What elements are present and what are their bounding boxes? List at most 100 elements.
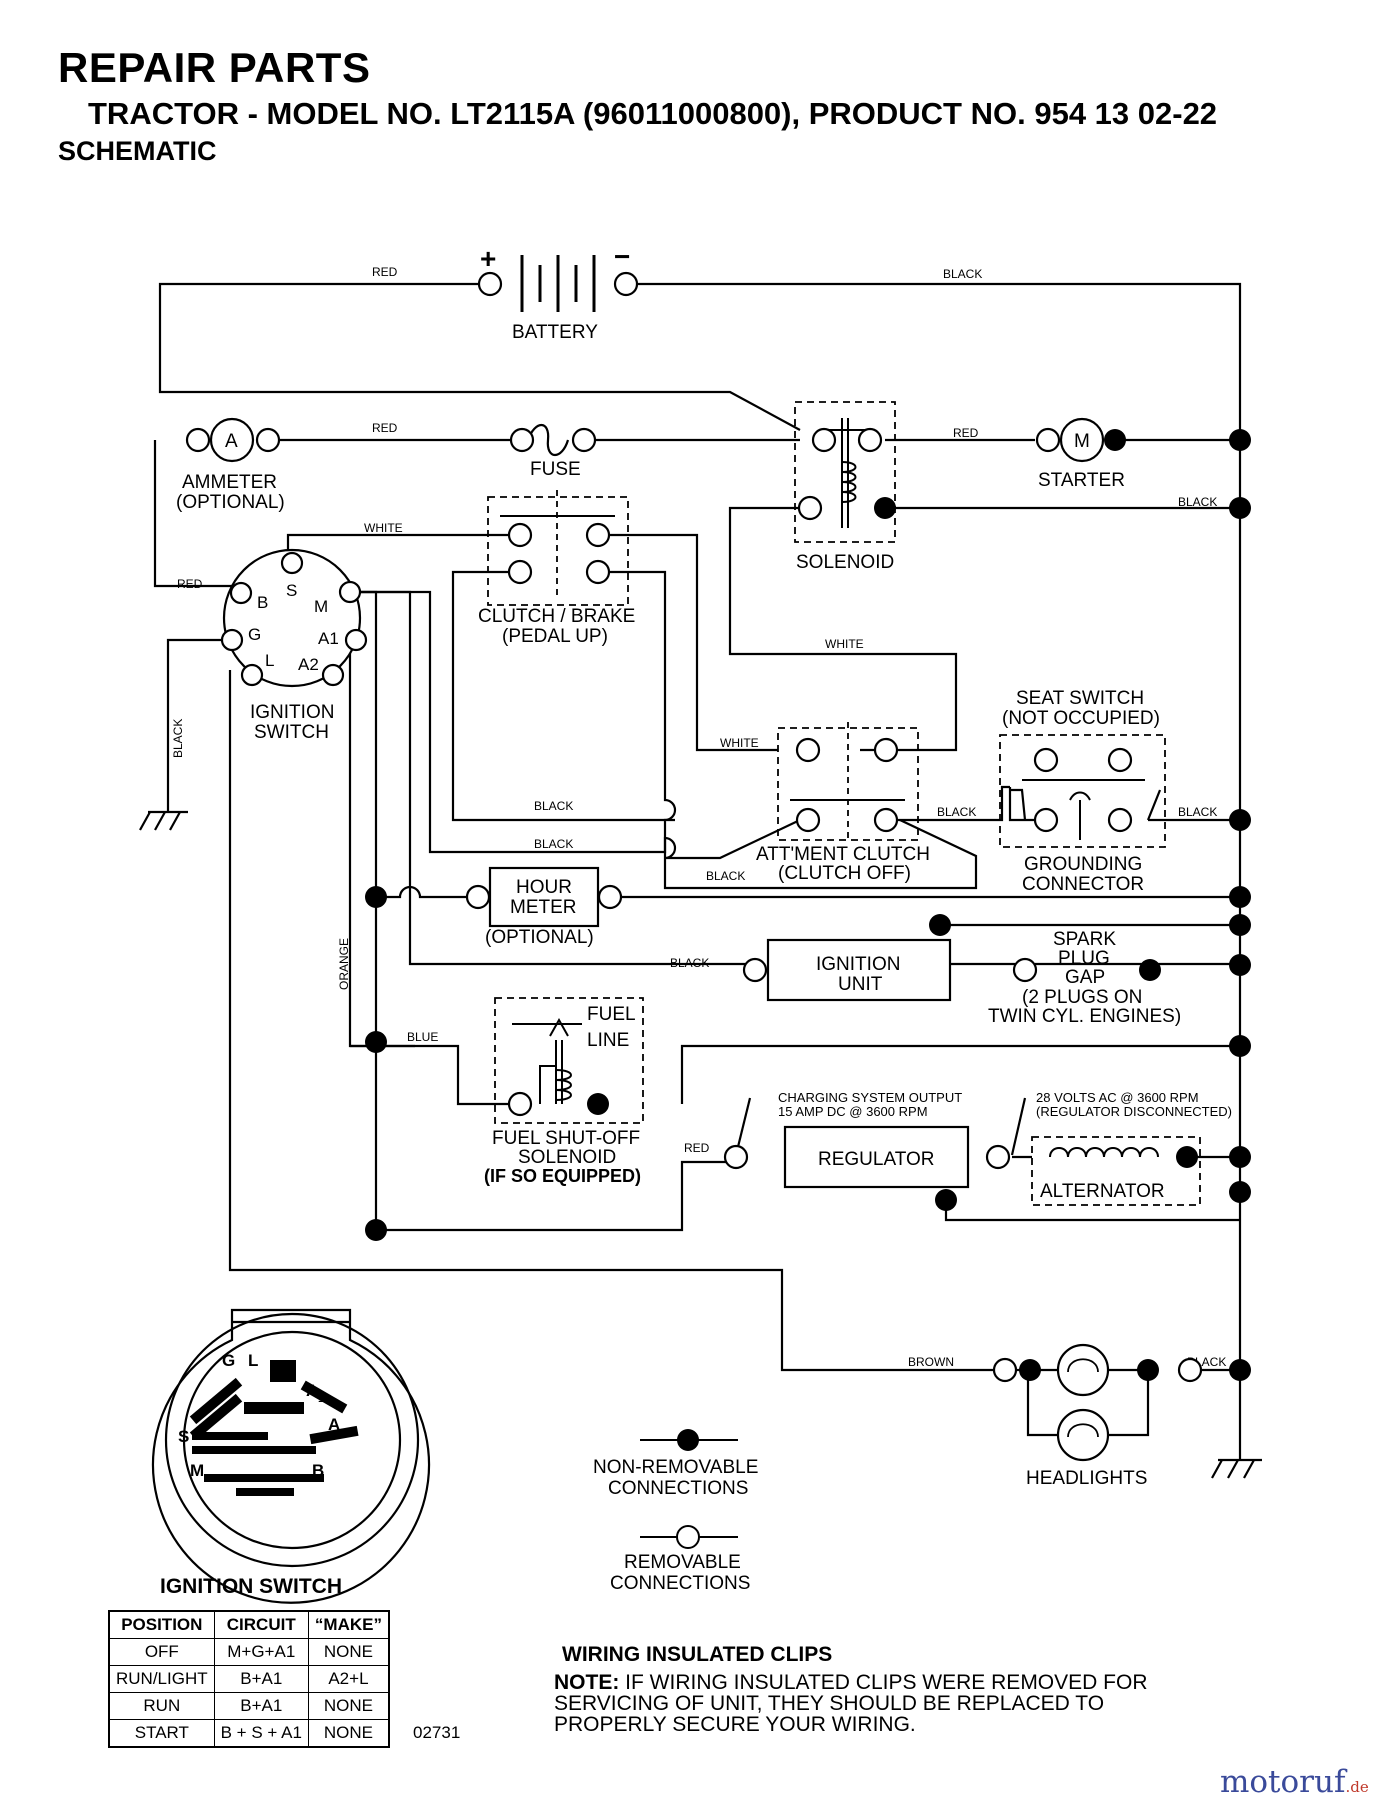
hour-meter-box: [488, 866, 600, 928]
solenoid-box: [794, 401, 896, 543]
ammeter-label: AMMETER: [182, 472, 277, 493]
wire-red-2: RED: [372, 421, 398, 435]
face-a2: A: [328, 1415, 340, 1434]
model-subtitle: TRACTOR - MODEL NO. LT2115A (96011000800…: [88, 96, 1218, 131]
cell: A2+L: [307, 1665, 390, 1693]
removable-connection-points: [185, 271, 1203, 1383]
battery-symbol: [520, 255, 596, 312]
ign-term-s: S: [286, 581, 297, 600]
cell: OFF: [108, 1638, 215, 1666]
wire-brown: BROWN: [908, 1355, 954, 1369]
fuse-symbol: [526, 423, 570, 457]
wire-white-3: WHITE: [720, 736, 759, 750]
headlight-2: [1056, 1408, 1110, 1462]
col-circuit: CIRCUIT: [213, 1610, 309, 1639]
legend-removable-2: CONNECTIONS: [610, 1573, 750, 1594]
volts-label-2: (REGULATOR DISCONNECTED): [1036, 1104, 1232, 1119]
seat-switch-box: [999, 734, 1166, 848]
clutch-brake-box: [487, 496, 629, 606]
seat-switch-sub: (NOT OCCUPIED): [1002, 708, 1160, 729]
ignition-table-title: IGNITION SWITCH: [160, 1575, 342, 1598]
fuel-solenoid-coil: [512, 1017, 582, 1104]
battery-plus: +: [480, 243, 496, 274]
ignition-switch-letters: G L A 1 A 2 S M B: [178, 1351, 346, 1480]
watermark-main: motoruf: [1220, 1764, 1346, 1800]
spark-label-1: SPARK: [1053, 929, 1116, 950]
ignition-unit-box: [766, 938, 952, 1002]
fuel-solenoid-label: FUEL SHUT-OFF: [492, 1128, 640, 1149]
ignition-table: POSITION CIRCUIT “MAKE” OFF M+G+A1 NONE …: [108, 1610, 390, 1748]
wire-red-3: RED: [953, 426, 979, 440]
battery-label: BATTERY: [512, 322, 598, 343]
ignition-switch-face: [151, 1308, 431, 1604]
wire-white-2: WHITE: [825, 637, 864, 651]
wire-blue: BLUE: [407, 1030, 438, 1044]
section-label: SCHEMATIC: [58, 136, 217, 166]
face-g: G: [222, 1351, 235, 1370]
wire-lines: [139, 282, 1262, 1479]
face-a2-sub: 2: [340, 1427, 346, 1439]
ammeter-symbol: A: [225, 431, 238, 452]
col-position: POSITION: [108, 1610, 215, 1639]
clutch-brake-label: CLUTCH / BRAKE: [478, 606, 635, 627]
cell: B+A1: [213, 1665, 309, 1693]
wire-orange-vert: ORANGE: [337, 938, 351, 990]
non-removable-connection-points: [365, 429, 1251, 1381]
attment-clutch-box: [777, 727, 919, 841]
solenoid-coil: [820, 418, 870, 528]
table-row: START B + S + A1 NONE: [108, 1719, 390, 1748]
ignition-switch-label2: SWITCH: [254, 722, 329, 743]
charging-label-1: CHARGING SYSTEM OUTPUT: [778, 1090, 962, 1105]
face-s: S: [178, 1427, 189, 1446]
cell: NONE: [307, 1638, 390, 1666]
fuel-solenoid-box: [494, 997, 644, 1124]
cell: NONE: [307, 1719, 390, 1748]
fuel-line-label: FUEL: [587, 1004, 636, 1025]
ignition-switch-label: IGNITION: [250, 702, 334, 723]
face-l: L: [248, 1351, 258, 1370]
table-row: OFF M+G+A1 NONE: [108, 1638, 390, 1666]
cell: B + S + A1: [213, 1719, 309, 1748]
legend-non-removable-2: CONNECTIONS: [608, 1478, 748, 1499]
charging-label-2: 15 AMP DC @ 3600 RPM: [778, 1104, 928, 1119]
wire-black-2: BLACK: [1178, 495, 1217, 509]
watermark-suffix: .de: [1345, 1778, 1369, 1796]
solenoid-label: SOLENOID: [796, 552, 894, 573]
ign-term-a2: A2: [298, 655, 319, 674]
wire-black-3: BLACK: [534, 799, 573, 813]
face-b: B: [312, 1461, 324, 1480]
cell: M+G+A1: [213, 1638, 309, 1666]
ign-term-l: L: [265, 651, 274, 670]
wire-red-4: RED: [177, 577, 203, 591]
wire-black-vert: BLACK: [171, 719, 185, 758]
cell: B+A1: [213, 1692, 309, 1720]
volts-label-1: 28 VOLTS AC @ 3600 RPM: [1036, 1090, 1199, 1105]
wire-black-5: BLACK: [1178, 805, 1217, 819]
spark-label-2: PLUG: [1058, 948, 1110, 969]
legend-non-removable-dot: [677, 1429, 699, 1451]
face-m: M: [190, 1461, 204, 1480]
wire-black-1: BLACK: [943, 267, 982, 281]
face-a1: A: [306, 1381, 318, 1400]
legend-removable-dot: [676, 1525, 700, 1549]
note-label: NOTE:: [554, 1671, 620, 1694]
wire-black-4: BLACK: [937, 805, 976, 819]
wire-white-1: WHITE: [364, 521, 403, 535]
battery-minus: −: [614, 241, 630, 272]
attment-clutch-label: ATT'MENT CLUTCH: [756, 844, 930, 865]
fuel-line-label2: LINE: [587, 1030, 629, 1051]
ammeter-optional: (OPTIONAL): [176, 492, 285, 513]
seat-switch-label: SEAT SWITCH: [1016, 688, 1144, 709]
cell: RUN/LIGHT: [108, 1665, 215, 1693]
hour-meter-label2: METER: [510, 897, 577, 918]
spark-label-5: TWIN CYL. ENGINES): [988, 1006, 1181, 1027]
wire-black-6: BLACK: [534, 837, 573, 851]
legend-removable-1: REMOVABLE: [624, 1552, 741, 1573]
regulator-label: REGULATOR: [818, 1149, 935, 1170]
wire-black-8: BLACK: [670, 956, 709, 970]
ign-term-a1: A1: [318, 629, 339, 648]
wire-black-7: BLACK: [706, 869, 745, 883]
ignition-switch-blades: [189, 1360, 359, 1496]
wire-red-1: RED: [372, 265, 398, 279]
